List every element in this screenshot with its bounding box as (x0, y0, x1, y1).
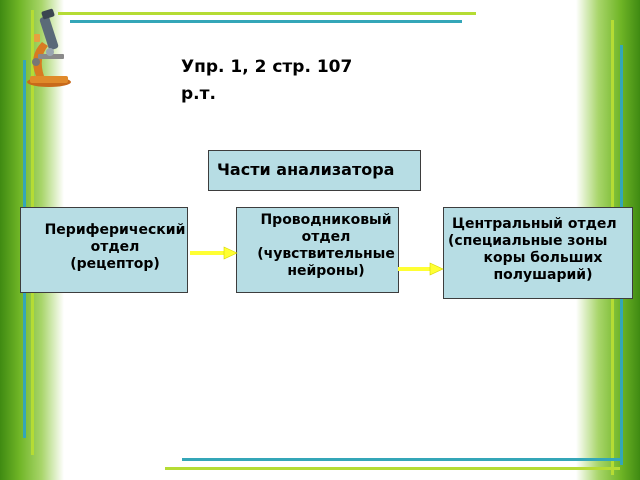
conductive-line-1: Проводниковый (260, 212, 392, 228)
central-line-2: (специальные зоны (448, 233, 608, 249)
frame-line-bottom-teal (182, 458, 620, 461)
peripheral-line-2: отдел (90, 239, 140, 255)
central-line-1: Центральный отдел (452, 216, 617, 232)
peripheral-line-1: Периферический (44, 222, 186, 238)
conductive-line-2: отдел (301, 229, 351, 245)
conductive-line-3: (чувствительные (257, 246, 395, 262)
reference-line-2: р.т. (181, 84, 216, 104)
conductive-section-box (236, 207, 399, 293)
peripheral-section-label: Периферический отдел (рецептор) (30, 222, 200, 273)
arrow-right-icon (190, 246, 238, 260)
title-box (208, 150, 421, 191)
exercise-reference: Упр. 1, 2 стр. 107 р.т. (181, 54, 441, 108)
central-line-3: коры больших (483, 250, 603, 266)
slide-title: Части анализатора (217, 160, 395, 179)
arrow-right-icon (398, 262, 444, 276)
frame-line-bottom-lime (165, 467, 620, 470)
central-section-label: Центральный отдел (специальные зоны коры… (448, 216, 638, 284)
central-section-box (443, 207, 633, 299)
peripheral-line-3: (рецептор) (70, 256, 160, 272)
conductive-section-label: Проводниковый отдел (чувствительные нейр… (240, 212, 412, 280)
microscope-icon (27, 8, 71, 87)
frame-line-top-teal (70, 20, 462, 23)
peripheral-section-box (20, 207, 188, 293)
central-line-4: полушарий) (493, 267, 593, 283)
reference-line-1: Упр. 1, 2 стр. 107 (181, 57, 353, 77)
frame-line-top-lime (58, 12, 476, 15)
conductive-line-4: нейроны) (287, 263, 365, 279)
